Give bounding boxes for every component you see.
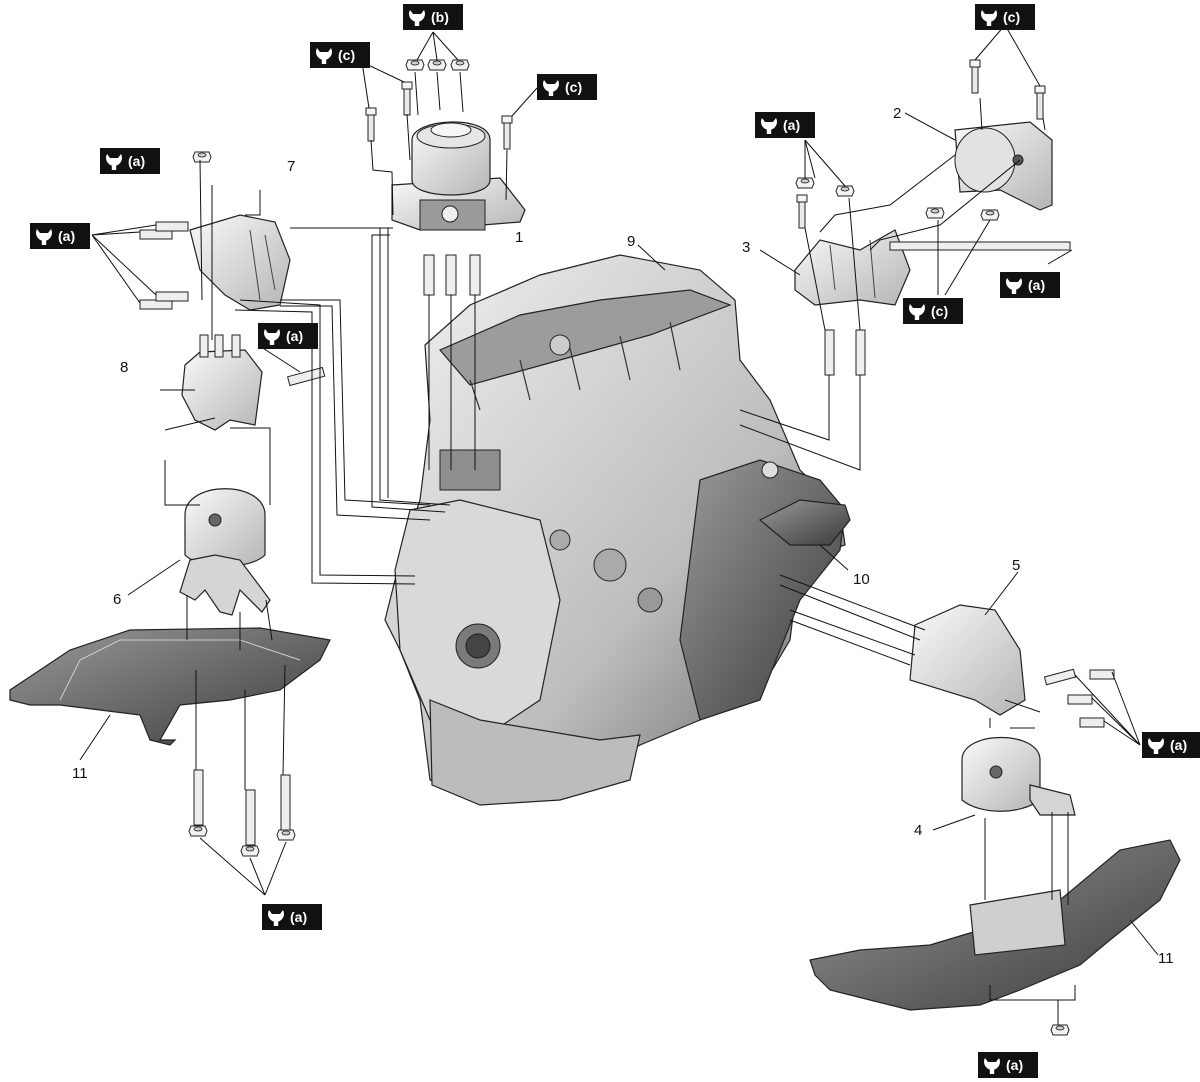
engine-mount-part-6 [179,488,271,616]
torque-label-c-top-left: (c) [338,47,355,63]
callout-11-right: 11 [1158,950,1174,967]
callout-numbers: 1 2 3 4 5 6 7 8 9 10 11 11 [72,105,1174,967]
torque-badge-b-top: (b) [403,4,463,30]
engine-mount-part-7 [189,214,291,311]
bolts-part-11-left [188,769,296,857]
callout-11-left: 11 [72,765,88,782]
callout-7: 7 [287,158,295,175]
crossmember-part-11-left [9,627,331,746]
torque-label-a-left-top: (a) [128,153,145,169]
torque-label-a-bottom-left: (a) [290,909,307,925]
torque-label-a-left-middle: (a) [58,228,75,244]
torque-badge-a-bottom-right: (a) [978,1052,1038,1078]
torque-badge-c-top-right: (c) [975,4,1035,30]
torque-label-b-top: (b) [431,9,449,25]
torque-badge-a-part-5: (a) [1142,732,1200,758]
torque-badge-c-center: (c) [537,74,597,100]
transmission-bracket-part-10 [758,499,851,546]
torque-label-c-right-lower: (c) [931,303,948,319]
engine-mount-part-4 [961,736,1076,816]
engine-mount-part-2 [954,121,1053,211]
callout-6: 6 [113,591,121,608]
callout-1: 1 [515,229,523,246]
torque-badges: (b) (c) (c) (c) (a) (a) [30,4,1200,1078]
callout-5: 5 [1012,557,1020,574]
torque-badge-a-part-3: (a) [1000,272,1060,298]
callout-2: 2 [893,105,901,122]
engine-mount-part-8 [181,334,326,431]
callout-3: 3 [742,239,750,256]
torque-badge-a-part-8: (a) [258,323,318,349]
engine-mount-part-3 [794,229,1071,306]
torque-label-a-right-upper: (a) [783,117,800,133]
torque-label-a-bottom-right: (a) [1006,1057,1023,1073]
torque-label-c-top-right: (c) [1003,9,1020,25]
torque-badge-a-bottom-left: (a) [262,904,322,930]
torque-badge-c-right-lower: (c) [903,298,963,324]
torque-badge-c-top-left: (c) [310,42,370,68]
engine-mount-part-1 [391,121,526,231]
callout-10: 10 [853,571,870,588]
callout-9: 9 [627,233,635,250]
crossmember-part-11-right [809,839,1181,1011]
leader-lines [79,24,1159,1025]
torque-badge-a-right-upper: (a) [755,112,815,138]
torque-badge-a-left-top: (a) [100,148,160,174]
torque-label-a-part-5: (a) [1170,737,1187,753]
torque-badge-a-left-middle: (a) [30,223,90,249]
torque-label-a-part-8: (a) [286,328,303,344]
fasteners [139,59,1115,1036]
torque-label-a-part-3: (a) [1028,277,1045,293]
callout-4: 4 [914,822,922,839]
torque-label-c-center: (c) [565,79,582,95]
studs-part-3 [739,329,866,471]
callout-8: 8 [120,359,128,376]
engine-mount-part-5 [909,604,1077,716]
studs-part-1 [423,254,481,470]
